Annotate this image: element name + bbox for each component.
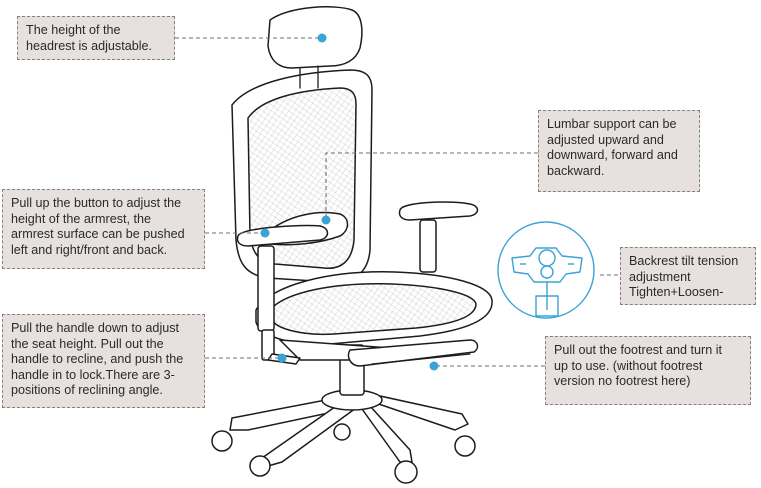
armrest-marker-dot	[260, 228, 270, 238]
marker-dots	[260, 33, 439, 371]
footrest-marker-dot	[429, 361, 439, 371]
chair-footrest	[347, 339, 479, 367]
headrest-marker-dot	[317, 33, 327, 43]
headrest-callout: The height of the headrest is adjustable…	[17, 16, 175, 60]
chair-seat	[255, 271, 493, 345]
chair-headrest	[267, 6, 363, 89]
leader-lines	[175, 37, 620, 367]
handle-callout: Pull the handle down to adjust the seat …	[2, 314, 205, 408]
chair-armrest-right	[398, 201, 479, 273]
chair-illustration	[211, 6, 493, 484]
tilt-tension-callout: Backrest tilt tension adjustment Tighten…	[620, 247, 756, 305]
footrest-callout: Pull out the footrest and turn it up to …	[545, 336, 751, 405]
chair-armrest-left	[236, 224, 329, 361]
handle-marker-dot	[277, 353, 287, 363]
armrest-callout: Pull up the button to adjust the height …	[2, 189, 205, 269]
lumbar-marker-dot	[321, 215, 331, 225]
chair-backrest	[231, 69, 373, 284]
lumbar-callout: Lumbar support can be adjusted upward an…	[538, 110, 700, 192]
tilt-tension-inset	[497, 221, 595, 319]
